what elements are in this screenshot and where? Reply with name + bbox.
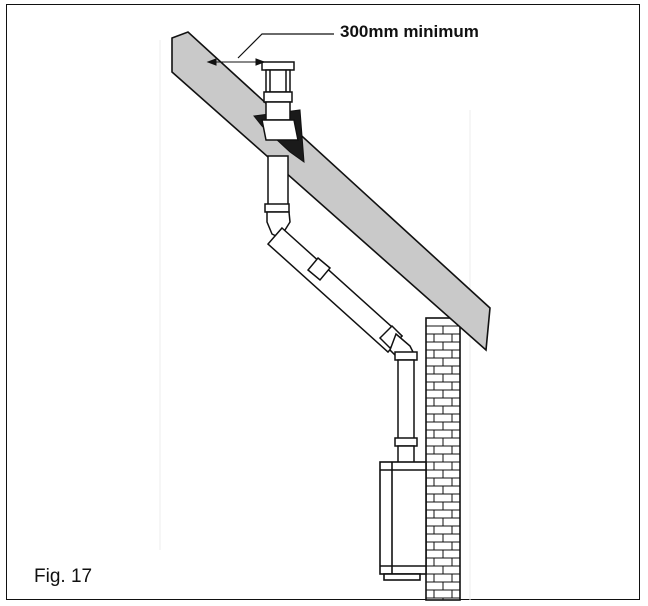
lower-vertical-pipe bbox=[394, 351, 418, 465]
clearance-dimension bbox=[206, 33, 334, 66]
figure-caption: Fig. 17 bbox=[34, 566, 93, 587]
vertical-flue-pipe bbox=[264, 155, 290, 213]
flue-terminal bbox=[261, 61, 299, 141]
clearance-label: 300mm minimum bbox=[340, 22, 479, 41]
figure-frame bbox=[6, 4, 640, 600]
sloped-roof bbox=[171, 31, 491, 352]
boiler-unit bbox=[379, 461, 427, 581]
brick-wall bbox=[425, 317, 461, 601]
diagonal-flue-pipe bbox=[266, 226, 404, 354]
